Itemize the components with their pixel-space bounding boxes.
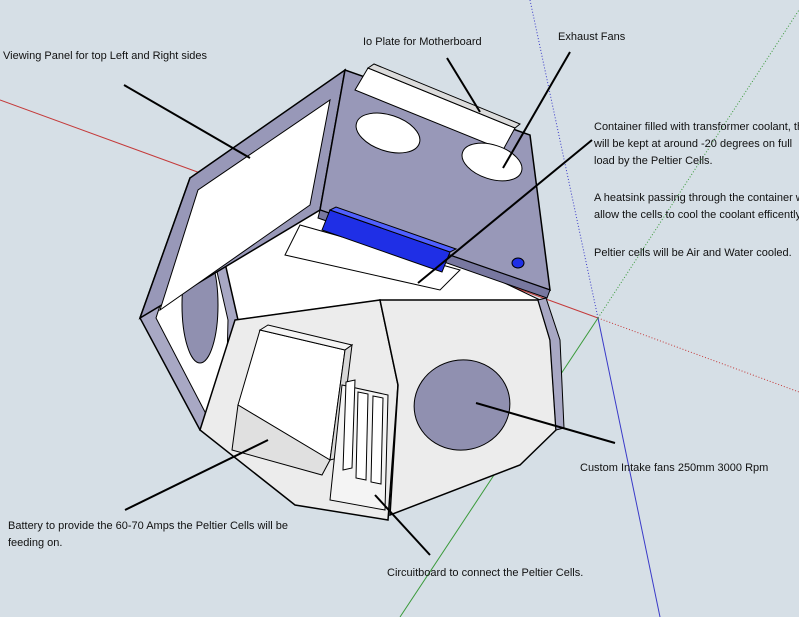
label-viewing-panel: Viewing Panel for top Left and Right sid…: [3, 50, 208, 62]
label-container-3: load by the Peltier Cells.: [594, 155, 713, 167]
label-container-2: will be kept at around -20 degrees on fu…: [594, 138, 793, 150]
leader-container: [417, 139, 593, 284]
axis-blue-dotted: [529, 0, 599, 319]
coolant-container-top: [328, 206, 458, 253]
label-exhaust-fans: Exhaust Fans: [558, 31, 626, 43]
leader-viewing-panel: [123, 84, 251, 159]
circuit-slot-1: [342, 379, 356, 471]
intake-fan-hole: [413, 359, 511, 451]
circuit-slot-3: [370, 395, 384, 485]
leader-intake: [475, 402, 616, 444]
exhaust-fan-hole-left: [355, 112, 421, 154]
label-heatsink-2: allow the cells to cool the coolant effi…: [594, 209, 799, 221]
io-plate-top: [366, 63, 521, 129]
exhaust-fan-hole-right: [461, 142, 523, 182]
top-viewing-window: [159, 98, 331, 312]
circuit-slot-2: [355, 391, 369, 481]
axis-blue-solid: [597, 317, 661, 617]
label-io-plate: Io Plate for Motherboard: [363, 36, 482, 48]
leader-io-plate: [446, 57, 481, 113]
axis-green-dotted: [597, 9, 799, 319]
battery-bottom: [231, 404, 331, 476]
label-peltier-cooling: Peltier cells will be Air and Water cool…: [594, 247, 792, 259]
label-intake-fans: Custom Intake fans 250mm 3000 Rpm: [580, 462, 769, 474]
leader-exhaust-fans: [502, 51, 571, 169]
label-battery-1: Battery to provide the 60-70 Amps the Pe…: [8, 520, 289, 532]
panel-dot: [511, 257, 525, 269]
label-battery-2: feeding on.: [8, 537, 63, 549]
label-circuitboard: Circuitboard to connect the Peltier Cell…: [387, 567, 584, 579]
label-heatsink-1: A heatsink passing through the container…: [594, 192, 799, 204]
leader-circuitboard: [374, 494, 431, 556]
axis-red-dotted: [597, 317, 799, 393]
label-container-1: Container filled with transformer coolan…: [594, 121, 799, 133]
coolant-shelf: [284, 224, 461, 291]
leader-battery: [124, 439, 269, 511]
